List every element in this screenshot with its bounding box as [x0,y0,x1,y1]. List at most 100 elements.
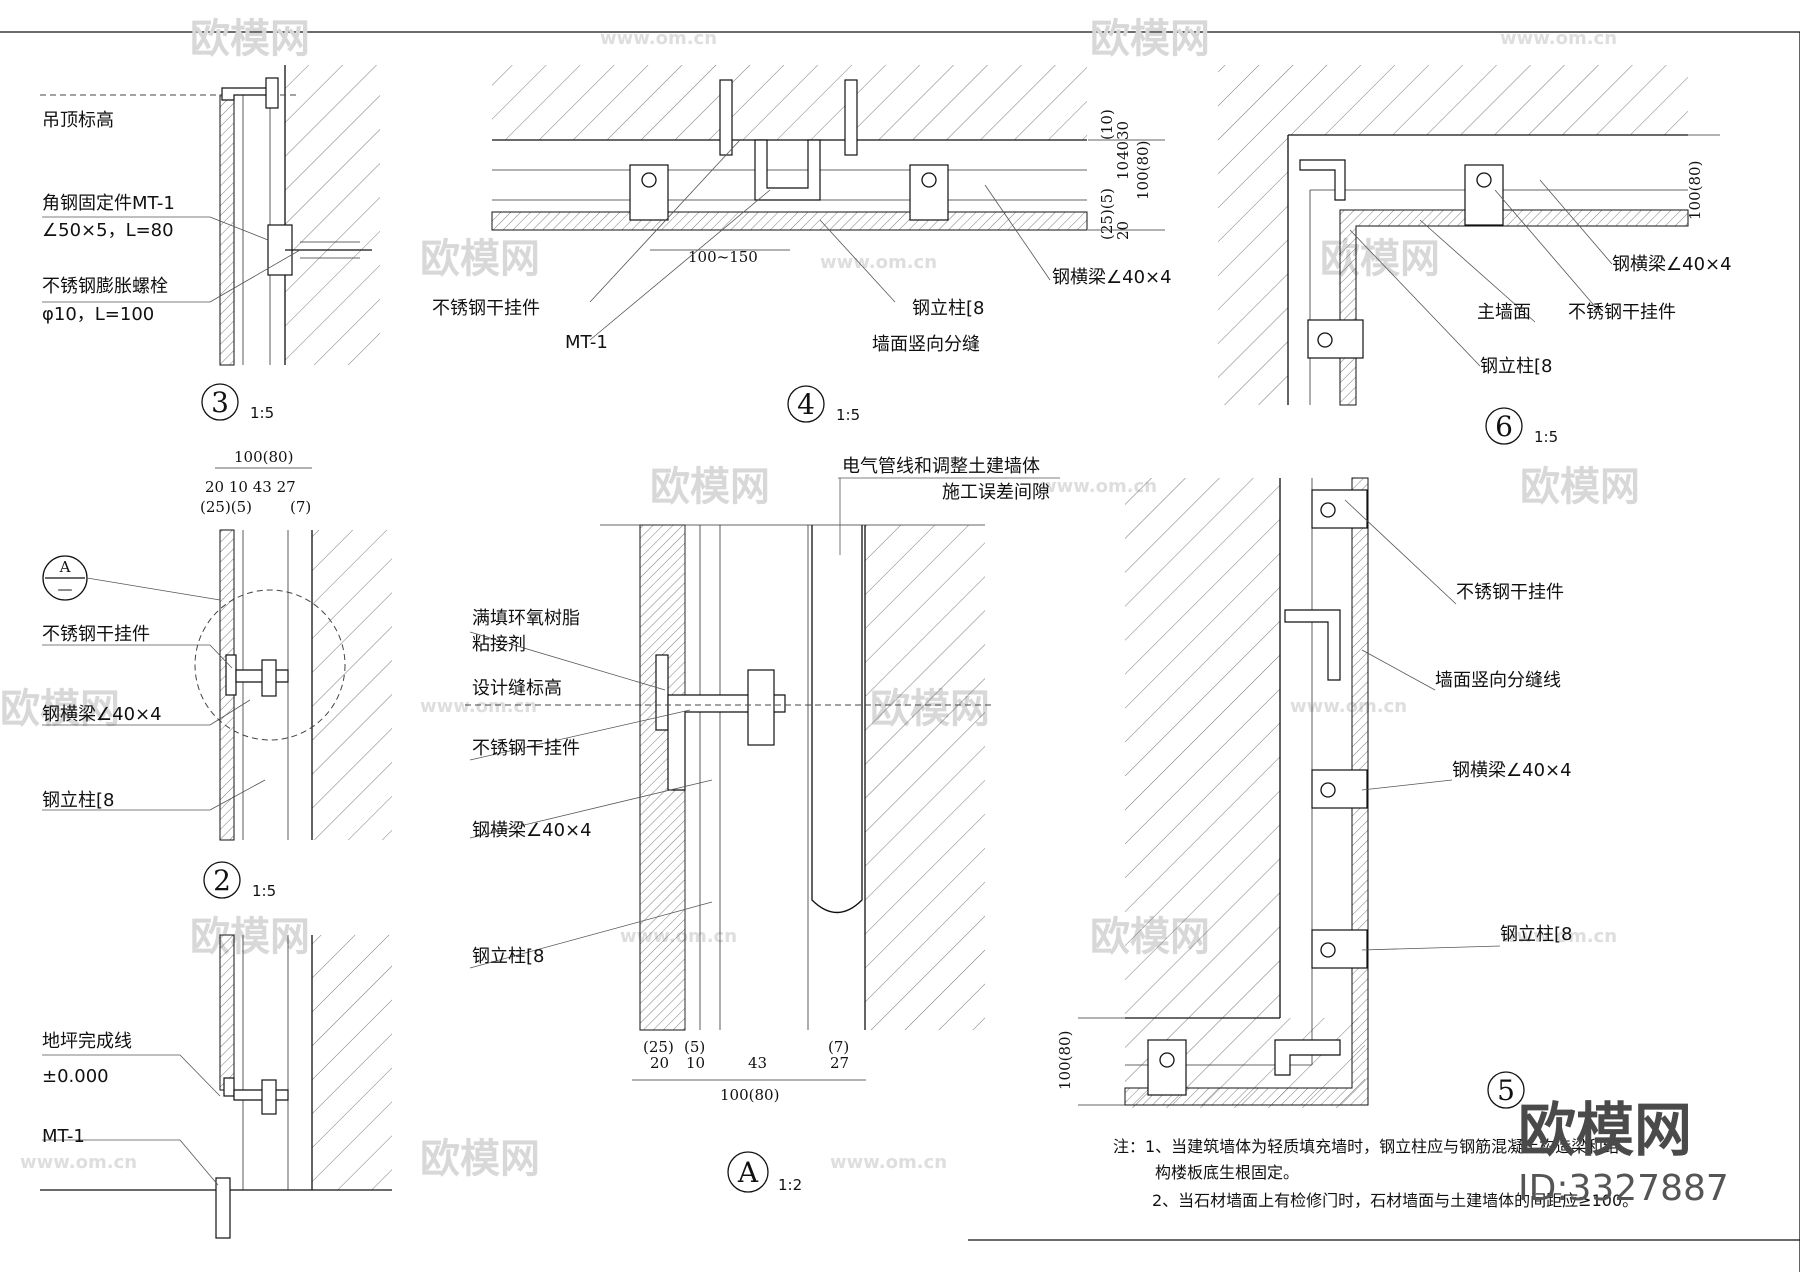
svg-text:2: 2 [213,864,231,897]
label-floor-elevation: ±0.000 [42,1066,109,1087]
svg-text:1:5: 1:5 [1534,428,1558,446]
note-2: 2、当石材墙面上有检修门时，石材墙面与土建墙体的间距应≥100。 [1152,1191,1638,1210]
notes: 注：1、当建筑墙体为轻质填充墙时，钢立柱应与钢筋混凝土构造梁和结 构楼板底生根固… [1113,1137,1638,1210]
label-angle-bracket: 角钢固定件MT-1 [42,193,175,214]
label-joint-elevation: 设计缝标高 [472,678,562,699]
label-hanger-6: 不锈钢干挂件 [1568,302,1676,323]
detail-3-scale: 1:5 [250,404,274,422]
svg-text:(7): (7) [828,1038,849,1056]
detail-4-dim-gap: 100~150 [688,248,758,266]
label-hanger-2: 不锈钢干挂件 [42,624,150,645]
brand-watermark: 欧模网 ID:3327887 [1518,1096,1729,1209]
svg-text:40: 40 [1114,141,1132,160]
svg-text:1:5: 1:5 [836,406,860,424]
detail-1: 地坪完成线 ±0.000 MT-1 [40,934,392,1239]
svg-text:20: 20 [650,1054,669,1072]
label-steel-beam-5: 钢横梁∠40×4 [1452,760,1572,781]
detail-2: 100(80) 20 10 43 27 (25)(5) (7) A — 不锈钢干… [42,448,392,900]
svg-text:www.om.cn: www.om.cn [1500,28,1617,49]
svg-text:(25): (25) [643,1038,674,1056]
note-1: 注：1、当建筑墙体为轻质填充墙时，钢立柱应与钢筋混凝土构造梁和结 [1113,1137,1619,1156]
svg-text:43: 43 [748,1054,767,1072]
label-expansion-bolt: 不锈钢膨胀螺栓 [42,276,168,297]
label-mt1-1: MT-1 [42,1126,85,1147]
svg-text:www.om.cn: www.om.cn [1290,696,1407,717]
label-steel-beam-4: 钢横梁∠40×4 [1052,267,1172,288]
svg-text:欧模网: 欧模网 [420,236,540,282]
label-steel-column-6: 钢立柱[8 [1480,356,1552,377]
svg-text:100(80): 100(80) [234,448,293,466]
svg-text:www.om.cn: www.om.cn [420,696,537,717]
label-adhesive: 粘接剂 [472,634,526,655]
detail-6: 100(80) 钢横梁∠40×4 主墙面 不锈钢干挂件 钢立柱[8 6 1:5 [1218,65,1732,446]
brand-logo-text: 欧模网 [1518,1096,1692,1164]
svg-text:欧模网: 欧模网 [0,686,120,732]
label-steel-beam-a: 钢横梁∠40×4 [472,820,592,841]
label-main-wall-6: 主墙面 [1477,302,1531,323]
label-steel-column-4: 钢立柱[8 [912,298,984,319]
label-electrical-gap: 电气管线和调整土建墙体 [842,456,1040,477]
svg-text:欧模网: 欧模网 [1320,236,1440,282]
svg-text:A: A [59,558,71,576]
label-steel-column-a: 钢立柱[8 [472,946,544,967]
detail-3-number: 3 [211,386,229,419]
label-ceiling-elevation: 吊顶标高 [42,110,114,131]
label-steel-beam-6: 钢横梁∠40×4 [1612,254,1732,275]
detail-4: 100~150 (25)(5) 20 10 40 (10) 30 100(80)… [432,65,1172,424]
svg-text:100(80): 100(80) [1134,141,1152,200]
label-steel-column-2: 钢立柱[8 [42,790,114,811]
label-hanger-a: 不锈钢干挂件 [472,738,580,759]
svg-text:100(80): 100(80) [720,1086,779,1104]
svg-text:6: 6 [1495,410,1513,443]
detail-3: 吊顶标高 角钢固定件MT-1 ∠50×5，L=80 不锈钢膨胀螺栓 φ10，L=… [40,65,380,422]
svg-text:(25)(5): (25)(5) [1098,188,1116,240]
svg-text:欧模网: 欧模网 [650,464,770,510]
svg-text:欧模网: 欧模网 [190,16,310,62]
detail-3-number-circle [201,383,239,421]
label-mt1-4: MT-1 [565,332,608,353]
svg-text:(25)(5): (25)(5) [200,498,252,516]
sheet-border [0,31,1800,1272]
label-vertical-joint-5: 墙面竖向分缝线 [1435,670,1561,691]
label-bolt-size: φ10，L=100 [42,304,154,325]
svg-text:(7): (7) [290,498,311,516]
svg-text:欧模网: 欧模网 [190,914,310,960]
svg-text:(5): (5) [684,1038,705,1056]
svg-text:欧模网: 欧模网 [1520,464,1640,510]
svg-text:www.om.cn: www.om.cn [20,1152,137,1173]
label-hanger-4: 不锈钢干挂件 [432,298,540,319]
svg-text:1:2: 1:2 [778,1176,802,1194]
svg-text:20: 20 [1114,221,1132,240]
svg-text:欧模网: 欧模网 [1090,16,1210,62]
brand-id-text: ID:3327887 [1518,1168,1729,1209]
label-steel-column-5: 钢立柱[8 [1500,924,1572,945]
label-vertical-joint-4: 墙面竖向分缝 [872,334,980,355]
svg-text:20 10 43 27: 20 10 43 27 [205,478,296,496]
label-angle-size: ∠50×5，L=80 [42,220,174,241]
svg-text:www.om.cn: www.om.cn [830,1152,947,1173]
svg-text:www.om.cn: www.om.cn [600,28,717,49]
detail-5: 100(80) 不锈钢干挂件 墙面竖向分缝线 钢横梁∠40×4 钢立柱[8 5 [1056,477,1572,1109]
svg-text:5: 5 [1497,1074,1515,1107]
label-construction-tolerance: 施工误差间隙 [942,482,1050,503]
label-floor-finish: 地坪完成线 [42,1031,132,1052]
svg-text:www.om.cn: www.om.cn [820,252,937,273]
svg-text:100(80): 100(80) [1056,1031,1074,1090]
label-hanger-5: 不锈钢干挂件 [1456,582,1564,603]
svg-text:27: 27 [830,1054,849,1072]
svg-text:100(80): 100(80) [1686,161,1704,220]
label-steel-beam-2: 钢横梁∠40×4 [42,704,162,725]
svg-text:A: A [737,1156,759,1189]
detail-a: (25) (5) (7) 20 10 43 27 100(80) 电气管线和调整… [465,456,1060,1194]
svg-text:—: — [58,580,73,598]
svg-text:欧模网: 欧模网 [420,1136,540,1182]
label-epoxy-fill: 满填环氧树脂 [472,608,580,629]
svg-text:www.om.cn: www.om.cn [1500,926,1617,947]
svg-text:30: 30 [1114,121,1132,140]
svg-text:4: 4 [797,388,815,421]
svg-text:10: 10 [686,1054,705,1072]
svg-text:1:5: 1:5 [252,882,276,900]
note-1-continued: 构楼板底生根固定。 [1155,1163,1299,1182]
svg-text:(10): (10) [1098,109,1116,140]
